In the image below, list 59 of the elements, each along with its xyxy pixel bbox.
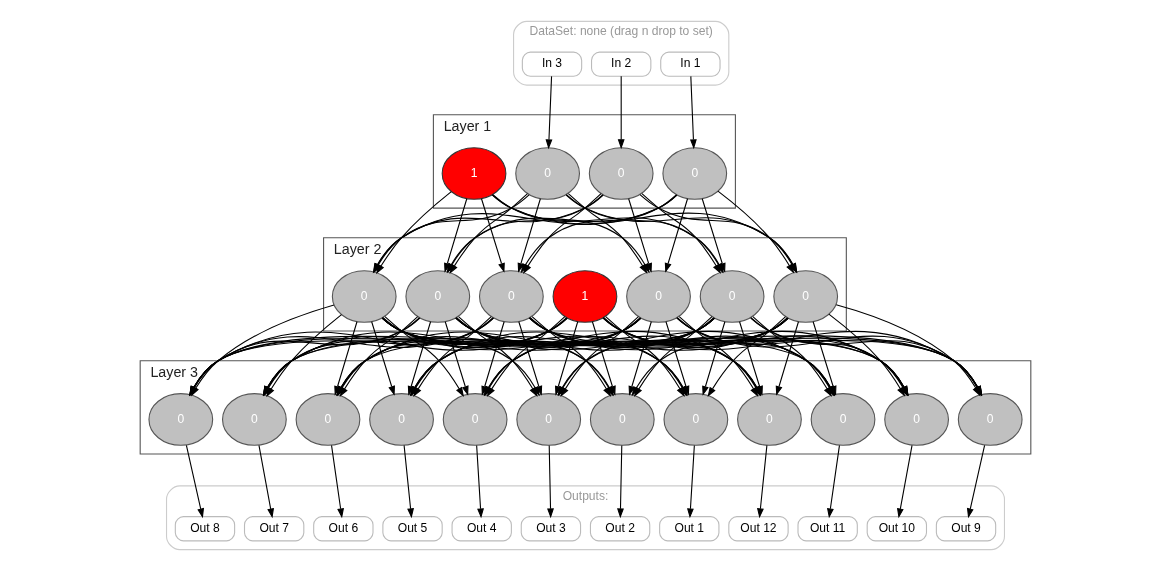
node-ellipse: 0: [625, 270, 691, 323]
node-box: Out 12: [727, 516, 789, 542]
node-box: Out 10: [866, 516, 927, 542]
node-ellipse: 0: [589, 393, 655, 446]
node-ellipse: 0: [736, 393, 802, 446]
arrow: [966, 444, 985, 519]
arrow: [475, 444, 484, 519]
node-ellipse: 0: [662, 393, 728, 446]
arrow: [616, 444, 624, 519]
node-box: Out 4: [451, 516, 512, 542]
arrow: [546, 444, 554, 519]
arrow: [257, 444, 274, 519]
node-box: In 2: [590, 51, 651, 77]
node-box: Out 3: [520, 516, 581, 542]
node-ellipse: 0: [957, 393, 1023, 446]
node-ellipse: 0: [772, 270, 838, 323]
arrow: [545, 75, 552, 150]
node-ellipse: 0: [404, 270, 470, 323]
node-box: In 3: [521, 51, 582, 77]
node-ellipse: 0: [515, 393, 581, 446]
arrow: [826, 444, 840, 519]
node-ellipse: 0: [699, 270, 764, 323]
arrow: [686, 444, 695, 519]
node-box: Out 2: [589, 516, 650, 542]
node-ellipse: 1: [441, 147, 506, 200]
arrow: [370, 321, 395, 396]
node-ellipse: 0: [883, 393, 949, 446]
arrow: [403, 444, 414, 519]
node-ellipse: 0: [810, 393, 875, 446]
node-ellipse: 0: [588, 147, 654, 200]
arrow: [756, 444, 767, 519]
arrow: [185, 444, 204, 519]
node-ellipse: 0: [147, 393, 213, 446]
node-box: Out 8: [174, 516, 235, 542]
arrow: [617, 75, 625, 150]
node-box: Out 7: [243, 516, 304, 542]
node-ellipse: 0: [221, 393, 287, 446]
arrow: [330, 444, 344, 519]
arrow: [896, 444, 913, 519]
node-ellipse: 0: [368, 393, 434, 446]
arrow: [664, 198, 688, 273]
node-ellipse: 0: [661, 147, 727, 200]
arrow: [480, 198, 505, 273]
node-ellipse: 1: [552, 270, 617, 323]
node-box: Out 9: [935, 516, 996, 542]
node-box: In 1: [659, 51, 721, 77]
arrow: [775, 321, 799, 396]
node-ellipse: 0: [514, 147, 580, 200]
node-box: Out 5: [381, 516, 443, 542]
node-ellipse: 0: [442, 393, 508, 446]
node-box: Out 11: [796, 516, 858, 542]
arrow: [689, 75, 697, 150]
node-ellipse: 0: [331, 270, 397, 323]
node-ellipse: 0: [295, 393, 360, 446]
node-ellipse: 0: [478, 270, 544, 323]
arrow: [444, 321, 469, 396]
node-box: Out 1: [658, 516, 719, 542]
node-box: Out 6: [312, 516, 374, 542]
arrow: [701, 321, 725, 396]
